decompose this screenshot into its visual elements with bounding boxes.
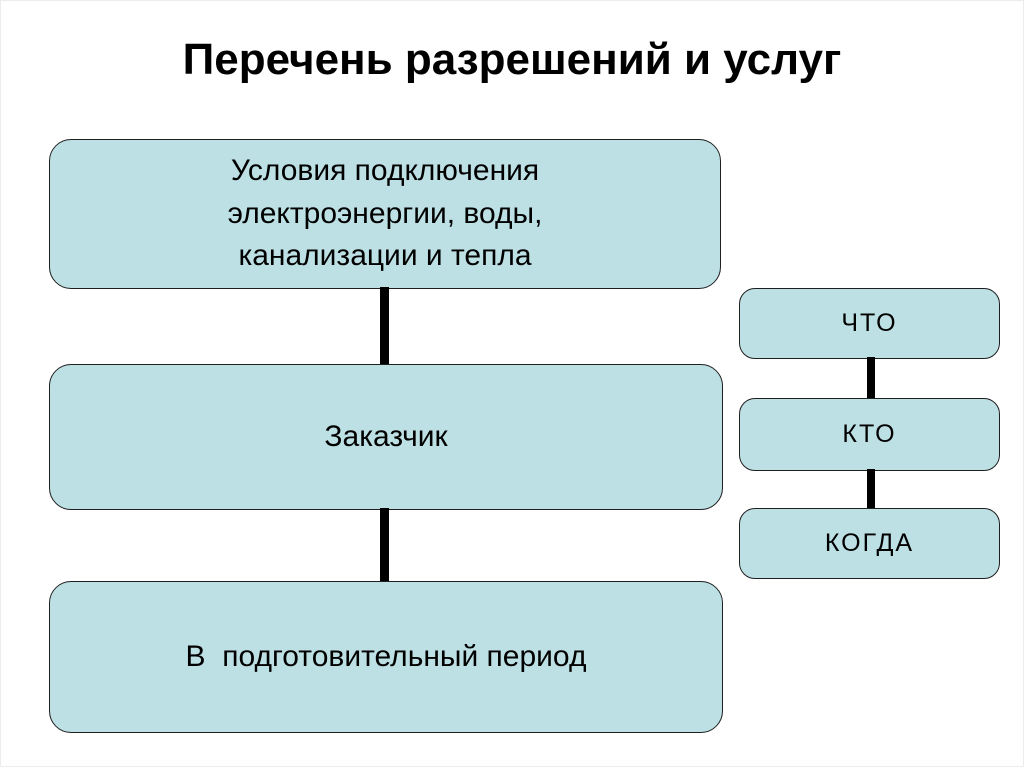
main-box-preparatory-period-label: В подготовительный период [185,639,587,673]
connector-what-to-who [867,357,875,400]
side-box-who-label: КТО [842,420,897,448]
side-box-who: КТО [739,398,1000,471]
side-box-what: ЧТО [739,288,1000,359]
main-box-customer: Заказчик [49,364,723,510]
connector-who-to-when [867,469,875,510]
slide-title: Перечень разрешений и услуг [182,35,842,84]
side-box-when: КОГДА [739,508,1000,579]
connector-customer-to-period [380,508,389,583]
main-box-connection-conditions: Условия подключения электроэнергии, воды… [49,139,721,289]
side-box-what-label: ЧТО [841,309,898,337]
main-box-customer-label: Заказчик [324,419,448,453]
main-box-connection-conditions-label: Условия подключения электроэнергии, воды… [227,154,543,273]
side-box-when-label: КОГДА [824,529,915,557]
connector-conditions-to-customer [380,287,389,366]
main-box-preparatory-period: В подготовительный период [49,581,723,733]
